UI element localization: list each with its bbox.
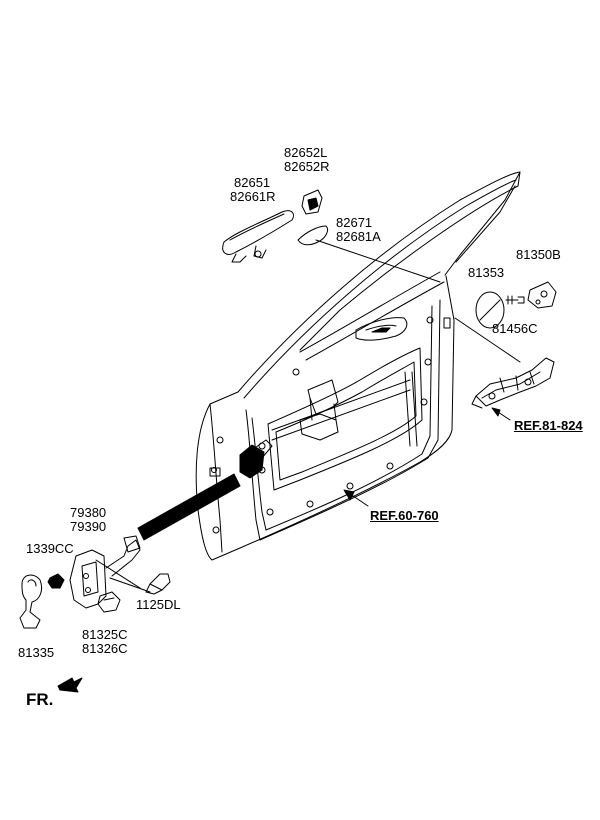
label-81325C: 81325C <box>82 627 128 642</box>
label-81326C: 81326C <box>82 641 128 656</box>
screw <box>505 295 525 305</box>
label-82651: 82651 <box>234 175 271 190</box>
label-82681A: 82681A <box>336 229 381 244</box>
door-latch <box>471 357 555 409</box>
label-82652R: 82652R <box>284 159 330 174</box>
label-82661R: 82661R <box>230 189 276 204</box>
ref-label-81-824: REF.81-824 <box>514 418 583 433</box>
label-82652L: 82652L <box>284 145 328 160</box>
label-81456C: 81456C <box>492 321 538 336</box>
nut <box>47 573 65 589</box>
label-82671: 82671 <box>336 215 373 230</box>
outside-handle <box>222 210 295 263</box>
front-direction-label: FR. <box>26 690 54 709</box>
label-81335: 81335 <box>18 645 55 660</box>
leader-lines <box>95 239 521 593</box>
grommet <box>19 574 43 629</box>
label-81350B: 81350B <box>516 247 561 262</box>
ref-arrows <box>343 407 511 507</box>
ref-label-60-760: REF.60-760 <box>370 508 439 523</box>
latch-cover <box>475 291 505 329</box>
fr-arrow-icon <box>57 677 83 693</box>
key-cylinder-cover <box>301 189 323 215</box>
striker <box>527 281 557 309</box>
bumper <box>97 591 121 613</box>
door-shell <box>195 171 521 561</box>
label-79390: 79390 <box>70 519 107 534</box>
bolt <box>145 573 171 595</box>
handle-pad <box>297 225 329 246</box>
label-1339CC: 1339CC <box>26 541 74 556</box>
label-79380: 79380 <box>70 505 107 520</box>
door-checker <box>69 535 141 609</box>
label-1125DL: 1125DL <box>136 597 181 612</box>
weatherstrip-band <box>137 473 241 541</box>
label-81353: 81353 <box>468 265 505 280</box>
